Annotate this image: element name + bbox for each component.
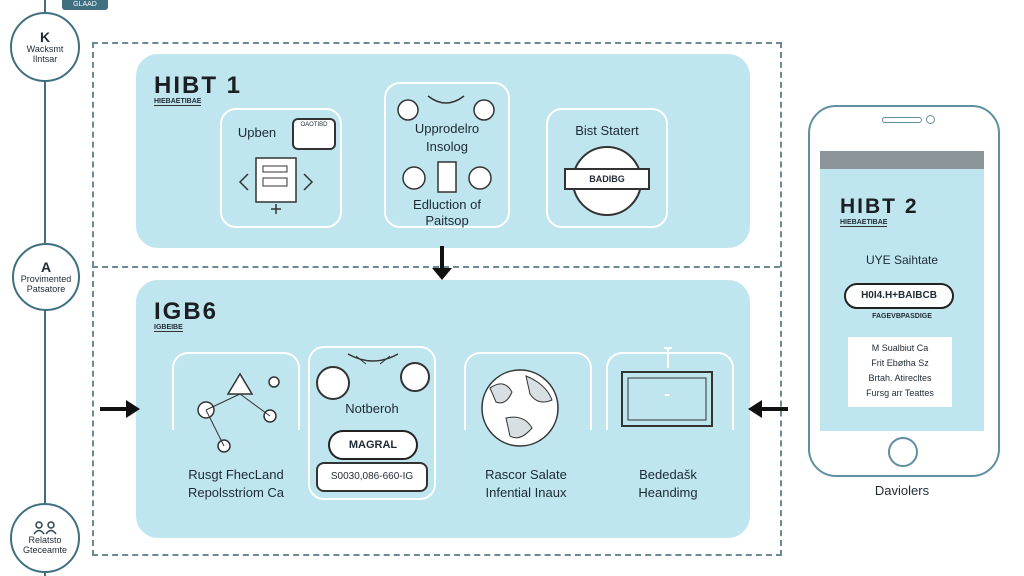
phone-speaker	[882, 117, 922, 123]
globe-icon	[481, 369, 559, 447]
phone-pill[interactable]: H0I4.H+BAIBCB	[844, 283, 954, 309]
top-tag: GLAAD	[62, 0, 108, 10]
card-notberoh[interactable]: Notberoh MAGRAL S0030,086-660-IG	[308, 346, 436, 500]
card-bist-statert[interactable]: Bist Statert BADIBG	[546, 108, 668, 228]
card-label: Upben	[237, 125, 277, 140]
phone-title: HIBT 2	[840, 195, 919, 218]
phone-screen: HIBT 2 HIEBAETIBAE UYE Saihtate H0I4.H+B…	[820, 151, 984, 431]
panel-igb6: IGB6 IGBEIBE Rusgt FhecLand Repolsstriom…	[136, 280, 750, 538]
card-rusgt[interactable]	[172, 352, 300, 453]
card-bededa[interactable]	[606, 347, 734, 430]
dashed-frame	[92, 42, 782, 556]
phone-camera	[926, 115, 935, 124]
speech-bubble: OAOTIBD	[292, 118, 336, 150]
document-flow-icon	[238, 157, 314, 214]
timeline-node-bottom: Relatsto Gteceamte	[10, 503, 80, 573]
timeline-node-a: A Provimented Patsatore	[12, 243, 80, 311]
arrow-down-icon	[432, 246, 452, 280]
home-button[interactable]	[888, 437, 918, 467]
code-box: S0030,086-660-IG	[316, 462, 428, 492]
arrow-left-icon	[748, 400, 788, 418]
card-education[interactable]: Upprodelro Insolog Edluction of Paitsop	[384, 82, 510, 228]
phone-label: Daviolers	[874, 483, 930, 498]
arrow-right-icon	[100, 400, 140, 418]
phone-subtitle: HIEBAETIBAE	[840, 219, 888, 227]
gauge-icon	[316, 366, 350, 400]
panel-title: IGB6	[154, 298, 219, 325]
badge-ribbon: BADIBG	[564, 168, 650, 190]
timeline-node-k: K Wacksmt Ilntsar	[10, 12, 80, 82]
panel-subtitle: IGBEIBE	[154, 324, 183, 332]
people-icon	[33, 521, 57, 535]
magral-pill: MAGRAL	[328, 430, 418, 460]
status-bar	[820, 151, 984, 169]
phone-device: HIBT 2 HIEBAETIBAE UYE Saihtate H0I4.H+B…	[808, 105, 1000, 477]
phone-caption: FAGEVBPASDIGE	[872, 313, 932, 320]
lamp-icon	[347, 353, 399, 365]
phone-line: UYE Saihtate	[865, 253, 939, 267]
dashed-separator	[92, 266, 780, 268]
card-rascor[interactable]	[464, 352, 592, 447]
panel-subtitle: HIEBAETIBAE	[154, 98, 202, 106]
laptop-icon	[621, 347, 713, 427]
panel-title: HIBT 1	[154, 72, 243, 99]
profile-icon	[400, 362, 430, 392]
people-devices-icon	[397, 95, 495, 193]
phone-info-box: M Sualbiut Ca Frit Ebøtha Sz Brtah. Atir…	[848, 337, 952, 407]
panel-hibt1: HIBT 1 HIEBAETIBAE Upben OAOTIBD Upprode…	[136, 54, 750, 248]
network-icon	[197, 372, 280, 453]
card-upben[interactable]: Upben OAOTIBD	[220, 108, 342, 228]
